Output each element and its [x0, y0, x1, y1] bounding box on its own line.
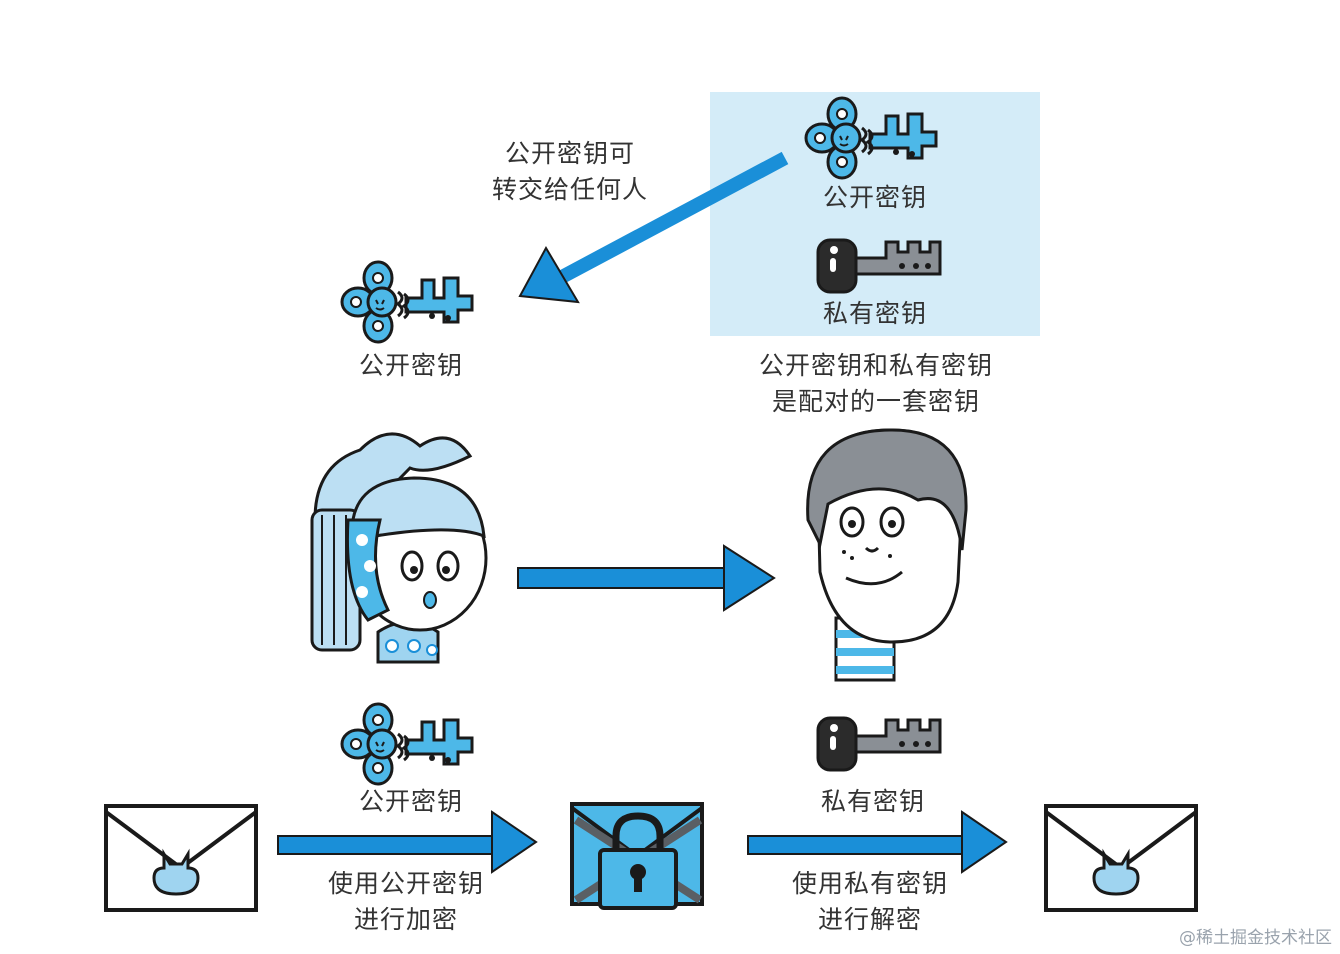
woman-character — [310, 432, 488, 664]
label-private-key-bottom: 私有密钥 — [820, 787, 925, 816]
send-arrow — [517, 544, 776, 612]
locked-envelope — [570, 802, 704, 910]
transfer-arrow — [518, 151, 789, 304]
public-key-icon-left — [340, 260, 474, 344]
label-public-key-left: 公开密钥 — [358, 351, 463, 380]
transfer-note-line1: 公开密钥可 — [504, 139, 635, 168]
label-public-key-panel: 公开密钥 — [822, 183, 927, 212]
label-public-key-bottom: 公开密钥 — [358, 787, 463, 816]
decrypt-arrow — [747, 810, 1008, 874]
decrypt-note-line2: 进行解密 — [817, 905, 922, 934]
decrypt-note-line1: 使用私有密钥 — [791, 869, 948, 898]
encrypt-note-line2: 进行加密 — [353, 905, 458, 934]
label-private-key-panel: 私有密钥 — [822, 299, 927, 328]
watermark: @稀土掘金技术社区 — [1179, 928, 1332, 948]
transfer-note-line2: 转交给任何人 — [491, 175, 648, 204]
envelope-plain-left — [104, 804, 258, 912]
public-key-icon-bottom — [340, 702, 474, 786]
encrypt-arrow — [277, 810, 538, 874]
envelope-plain-right — [1044, 804, 1198, 912]
encrypt-note-line1: 使用公开密钥 — [327, 869, 484, 898]
man-character — [806, 428, 968, 682]
pair-note-line1: 公开密钥和私有密钥 — [758, 351, 993, 380]
private-key-icon-bottom — [816, 716, 942, 772]
pair-note-line2: 是配对的一套密钥 — [771, 387, 980, 416]
